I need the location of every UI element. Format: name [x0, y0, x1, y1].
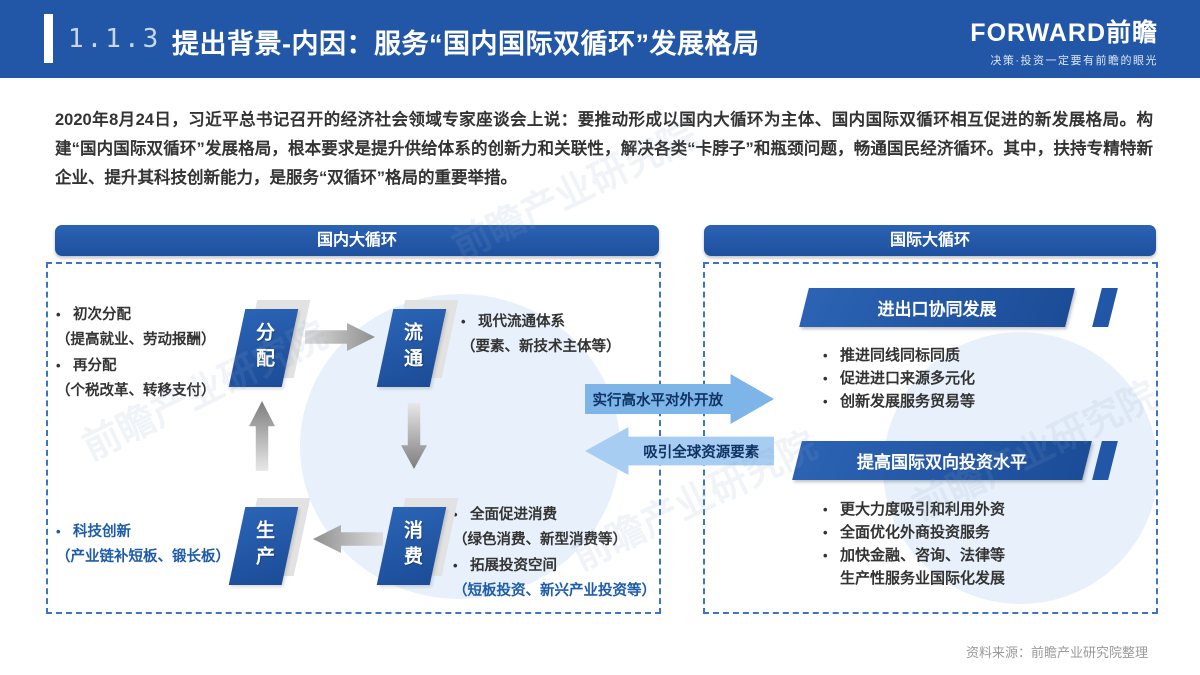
bridge-arrow-label: 吸引全球资源要素	[643, 444, 760, 461]
note-line: 更大力度吸引和利用外资	[823, 498, 1005, 521]
note-line: 拓展投资空间	[453, 553, 656, 579]
arrow-production-to-distribution-icon	[249, 401, 275, 471]
note-subline: （产业链补短板、锻长板）	[56, 549, 230, 565]
banner-stripe	[1092, 288, 1118, 327]
note-subline: （提高就业、劳动报酬）	[56, 332, 216, 348]
domestic-panel-title: 国内大循环	[55, 225, 659, 256]
international-panel-title: 国际大循环	[704, 225, 1156, 256]
distribution-notes: 初次分配 （提高就业、劳动报酬） 再分配 （个税改革、转移支付）	[56, 302, 216, 404]
consumption-notes: 全面促进消费 （绿色消费、新型消费等） 拓展投资空间 （短板投资、新兴产业投资等…	[453, 502, 656, 604]
title-accent-bar	[44, 14, 53, 63]
note-line: 现代流通体系	[461, 309, 621, 335]
node-label: 流通	[401, 322, 422, 374]
production-notes: 科技创新 （产业链补短板、锻长板）	[56, 519, 230, 570]
note-line: 促进进口来源多元化	[823, 367, 975, 390]
note-line: 创新发展服务贸易等	[823, 390, 975, 413]
note-subline: （短板投资、新兴产业投资等）	[453, 583, 656, 599]
node-label: 消费	[401, 520, 422, 572]
investment-notes: 更大力度吸引和利用外资 全面优化外商投资服务 加快金融、咨询、法律等 生产性服务…	[823, 498, 1005, 590]
note-line: 全面优化外商投资服务	[823, 521, 1005, 544]
page-title: 提出背景-内因：服务“国内国际双循环”发展格局	[172, 29, 760, 59]
source-note: 资料来源：前瞻产业研究院整理	[965, 645, 1148, 660]
international-panel: 进出口协同发展 推进同线同标同质 促进进口来源多元化 创新发展服务贸易等 提高国…	[703, 262, 1158, 614]
note-subline: （个税改革、转移支付）	[56, 383, 216, 399]
node-label: 生产	[253, 520, 274, 572]
section-number: 1.1.3	[68, 24, 162, 54]
node-circulation: 流通	[376, 300, 459, 387]
circulation-notes: 现代流通体系 （要素、新技术主体等）	[461, 309, 621, 360]
note-line: 全面促进消费	[453, 502, 656, 528]
brand-logo: FORWARD前瞻 决策·投资一定要有前瞻的眼光	[970, 13, 1158, 68]
investment-banner: 提高国际双向投资水平	[792, 441, 1092, 480]
note-line: 推进同线同标同质	[823, 344, 975, 367]
note-subline: （绿色消费、新型消费等）	[453, 532, 627, 548]
domestic-panel: 初次分配 （提高就业、劳动报酬） 再分配 （个税改革、转移支付） 现代流通体系 …	[46, 262, 661, 614]
node-label: 分配	[253, 322, 274, 374]
note-line: 科技创新	[56, 519, 230, 545]
node-consumption: 消费	[376, 498, 459, 585]
banner-label: 进出口协同发展	[877, 300, 997, 319]
header-bar: 1.1.3 提出背景-内因：服务“国内国际双循环”发展格局 FORWARD前瞻 …	[0, 0, 1200, 78]
note-line: 初次分配	[56, 302, 216, 328]
node-distribution: 分配	[228, 300, 311, 387]
import-export-banner: 进出口协同发展	[799, 288, 1075, 327]
brand-name: FORWARD前瞻	[970, 19, 1158, 47]
brand-tagline: 决策·投资一定要有前瞻的眼光	[990, 55, 1158, 67]
note-line: 加快金融、咨询、法律等	[823, 544, 1005, 567]
banner-label: 提高国际双向投资水平	[857, 453, 1027, 472]
node-production: 生产	[228, 498, 311, 585]
import-export-notes: 推进同线同标同质 促进进口来源多元化 创新发展服务贸易等	[823, 344, 975, 413]
note-line: 再分配	[56, 353, 216, 379]
note-subline: （要素、新技术主体等）	[461, 339, 621, 355]
intro-paragraph: 2020年8月24日，习近平总书记召开的经济社会领域专家座谈会上说：要推动形成以…	[55, 111, 1153, 187]
bridge-arrow-label: 实行高水平对外开放	[592, 392, 724, 409]
note-subline: 生产性服务业国际化发展	[840, 570, 1006, 587]
